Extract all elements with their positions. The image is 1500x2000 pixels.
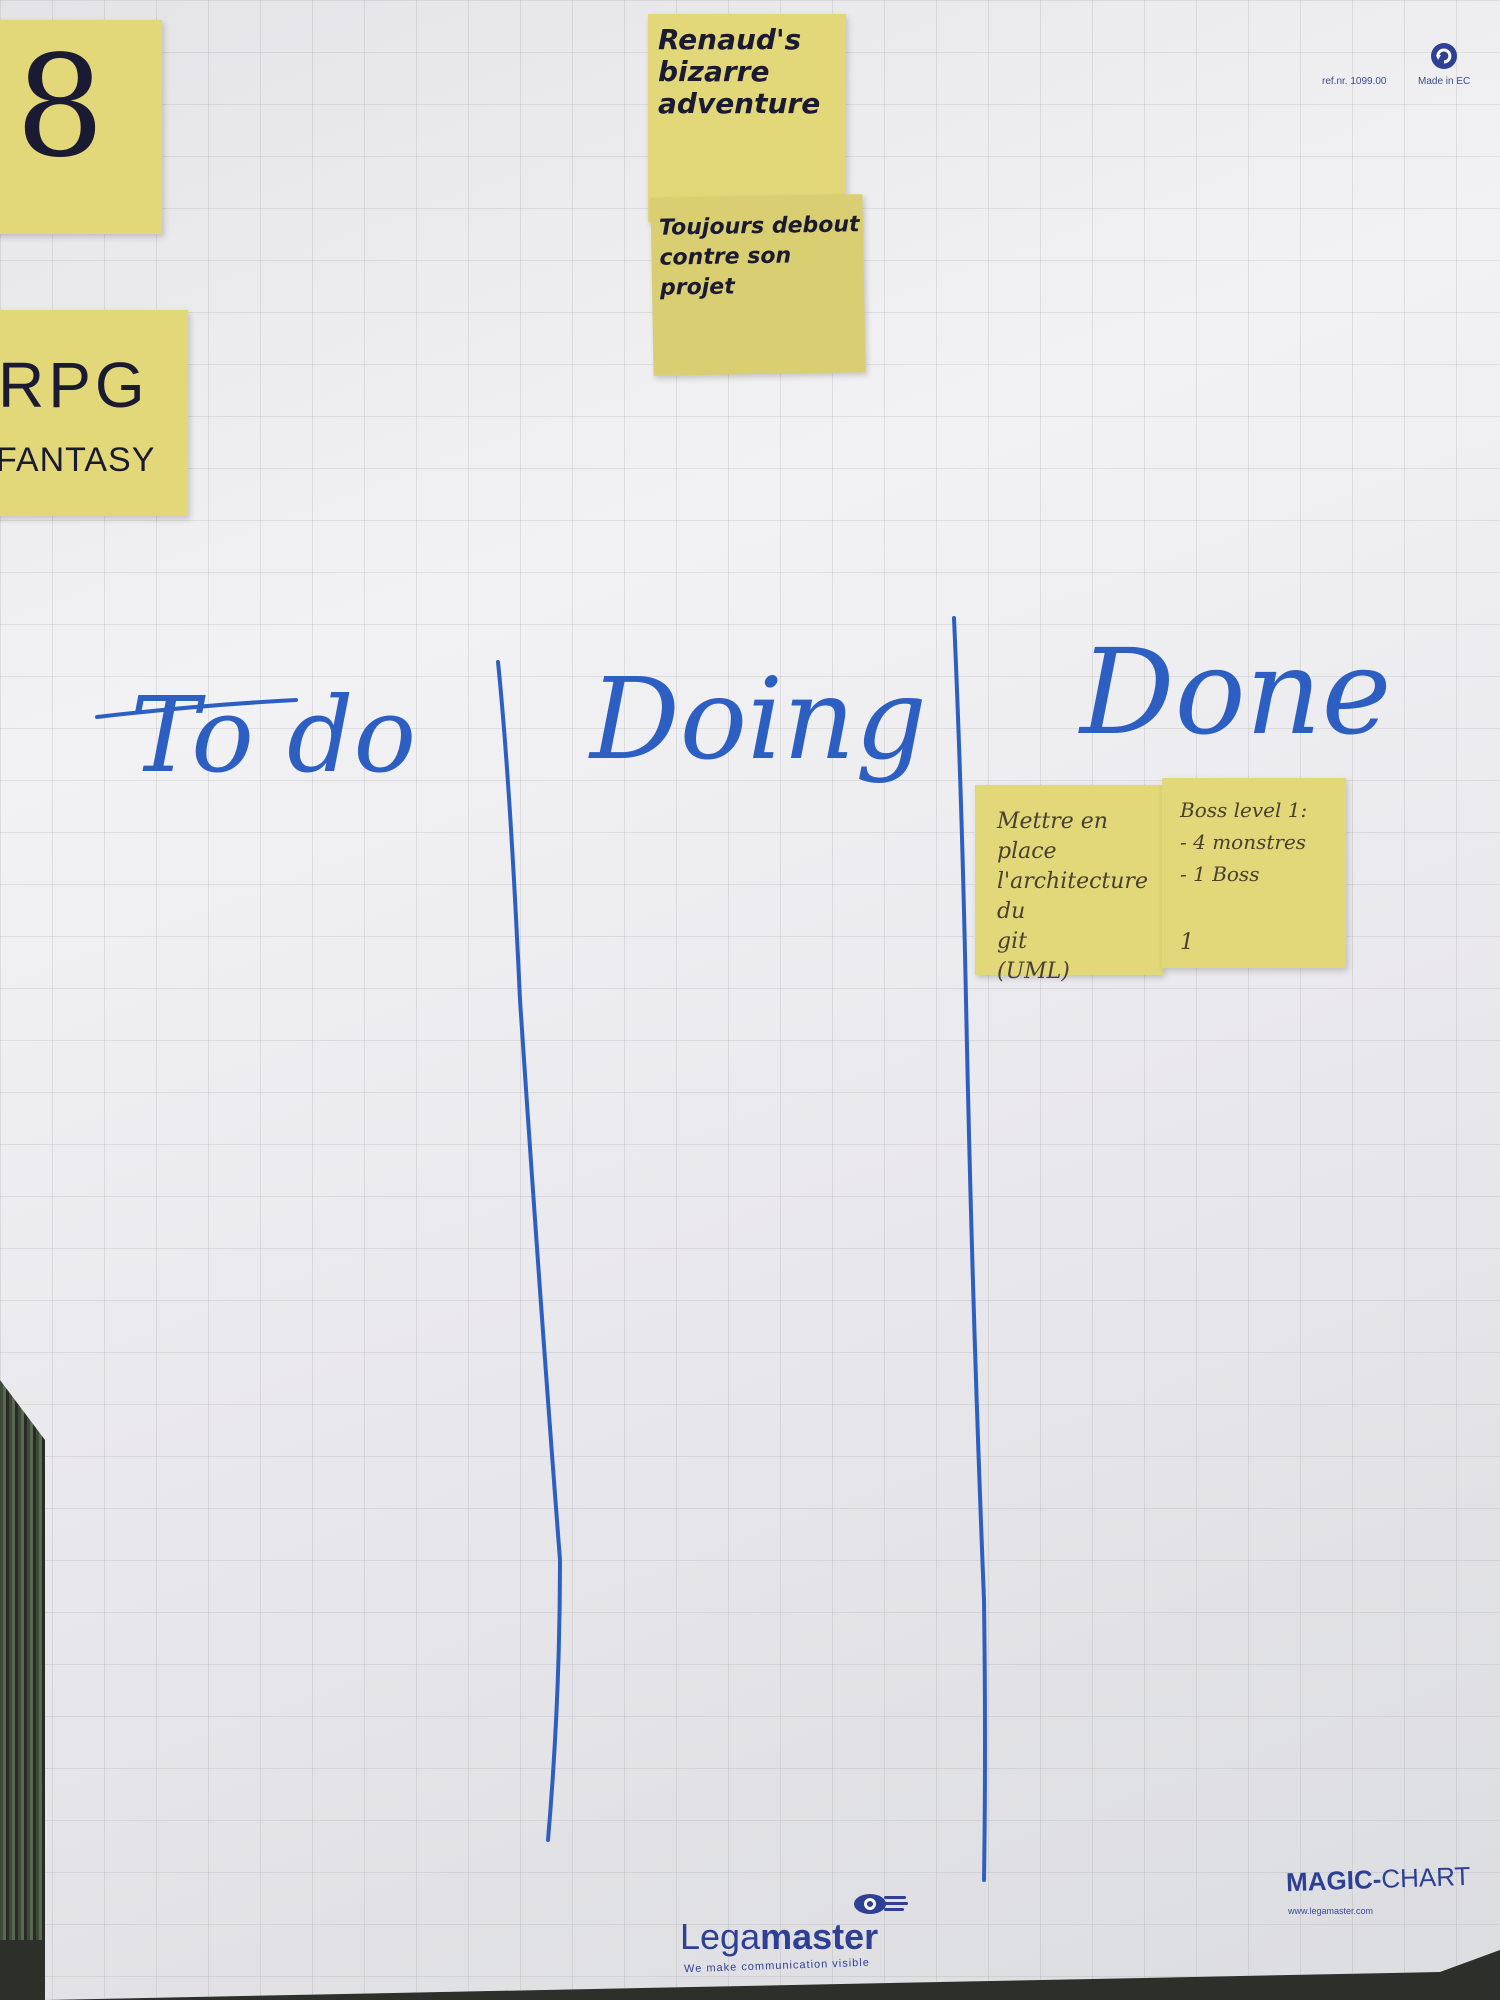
legamaster-hand-icon [854, 1894, 908, 1914]
note-boss-text: Boss level 1: - 4 monstres - 1 Boss [1180, 798, 1308, 886]
sticky-note-architecture[interactable]: Mettre en place l'architecture du git (U… [975, 785, 1163, 984]
website-label: www.legamaster.com [1288, 1906, 1374, 1916]
reference-number: ref.nr. 1099.00 [1322, 76, 1387, 87]
sticky-note-eight[interactable]: 8 [0, 20, 162, 234]
todo-underline [95, 698, 298, 719]
sticky-note-rpg-fantasy[interactable]: RPG FANTASY [0, 310, 188, 516]
column-title-done: Done [1080, 623, 1392, 761]
note-rpg-text: RPG [0, 349, 149, 421]
made-in-label: Made in EC [1418, 76, 1471, 87]
magic-chart-logo: MAGIC-CHART [1286, 1861, 1471, 1898]
column-divider-left [496, 660, 563, 1842]
sticky-note-renaud[interactable]: Renaud's bizarre adventure [648, 14, 846, 222]
recycle-icon [1431, 43, 1457, 69]
column-title-doing: Doing [590, 655, 927, 785]
sticky-note-boss-level[interactable]: Boss level 1: - 4 monstres - 1 Boss 1 [1162, 778, 1346, 968]
logo-word-a: Lega [680, 1916, 761, 1957]
magic-chart-word-a: MAGIC- [1285, 1863, 1382, 1898]
logo-word-b: master [760, 1916, 879, 1957]
note-architecture-text: Mettre en place l'architecture du git (U… [997, 809, 1148, 984]
legamaster-logo: Legamaster [680, 1916, 878, 1958]
note-boss-corner: 1 [1180, 930, 1194, 955]
note-renaud-title: Renaud's bizarre adventure [658, 23, 821, 120]
note-fantasy-text: FANTASY [0, 441, 156, 479]
magic-chart-word-b: CHART [1380, 1860, 1471, 1894]
column-divider-right [952, 616, 987, 1882]
column-title-todo: To do [130, 674, 417, 796]
note-eight-text: 8 [15, 26, 105, 189]
